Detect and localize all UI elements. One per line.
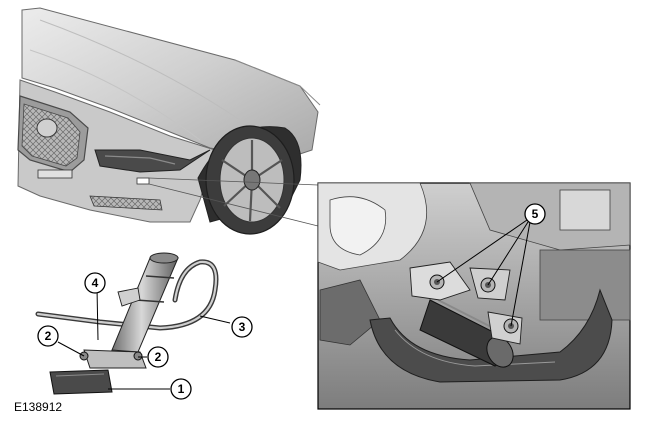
lower-grille bbox=[89, 195, 163, 211]
callout-4: 4 bbox=[84, 272, 106, 294]
svg-text:3: 3 bbox=[239, 320, 246, 334]
svg-text:1: 1 bbox=[178, 382, 185, 396]
callout-2-left: 2 bbox=[37, 325, 59, 347]
svg-text:2: 2 bbox=[45, 329, 52, 343]
svg-text:5: 5 bbox=[532, 207, 539, 221]
callout-1: 1 bbox=[170, 378, 192, 400]
callout-2-right: 2 bbox=[147, 346, 169, 368]
callout-3: 3 bbox=[231, 316, 253, 338]
car-front bbox=[17, 7, 321, 235]
bumper-armature bbox=[369, 288, 613, 383]
grille-badge-icon bbox=[36, 118, 58, 138]
inset-detail bbox=[317, 182, 631, 410]
retaining-clip-icon bbox=[133, 351, 143, 361]
lower-mount bbox=[83, 349, 147, 369]
zoom-lines bbox=[148, 177, 319, 227]
callout-leaders bbox=[57, 287, 231, 390]
washer-jet-location bbox=[136, 177, 150, 185]
headlamp bbox=[94, 149, 211, 173]
svg-text:4: 4 bbox=[92, 276, 99, 290]
svg-text:2: 2 bbox=[155, 350, 162, 364]
windscreen-edge bbox=[234, 59, 321, 106]
callout-5: 5 bbox=[524, 203, 546, 225]
upper-bracket bbox=[117, 287, 141, 307]
headlamp-washer-assembly bbox=[35, 252, 219, 395]
figure-id-label: E138912 bbox=[14, 400, 63, 414]
